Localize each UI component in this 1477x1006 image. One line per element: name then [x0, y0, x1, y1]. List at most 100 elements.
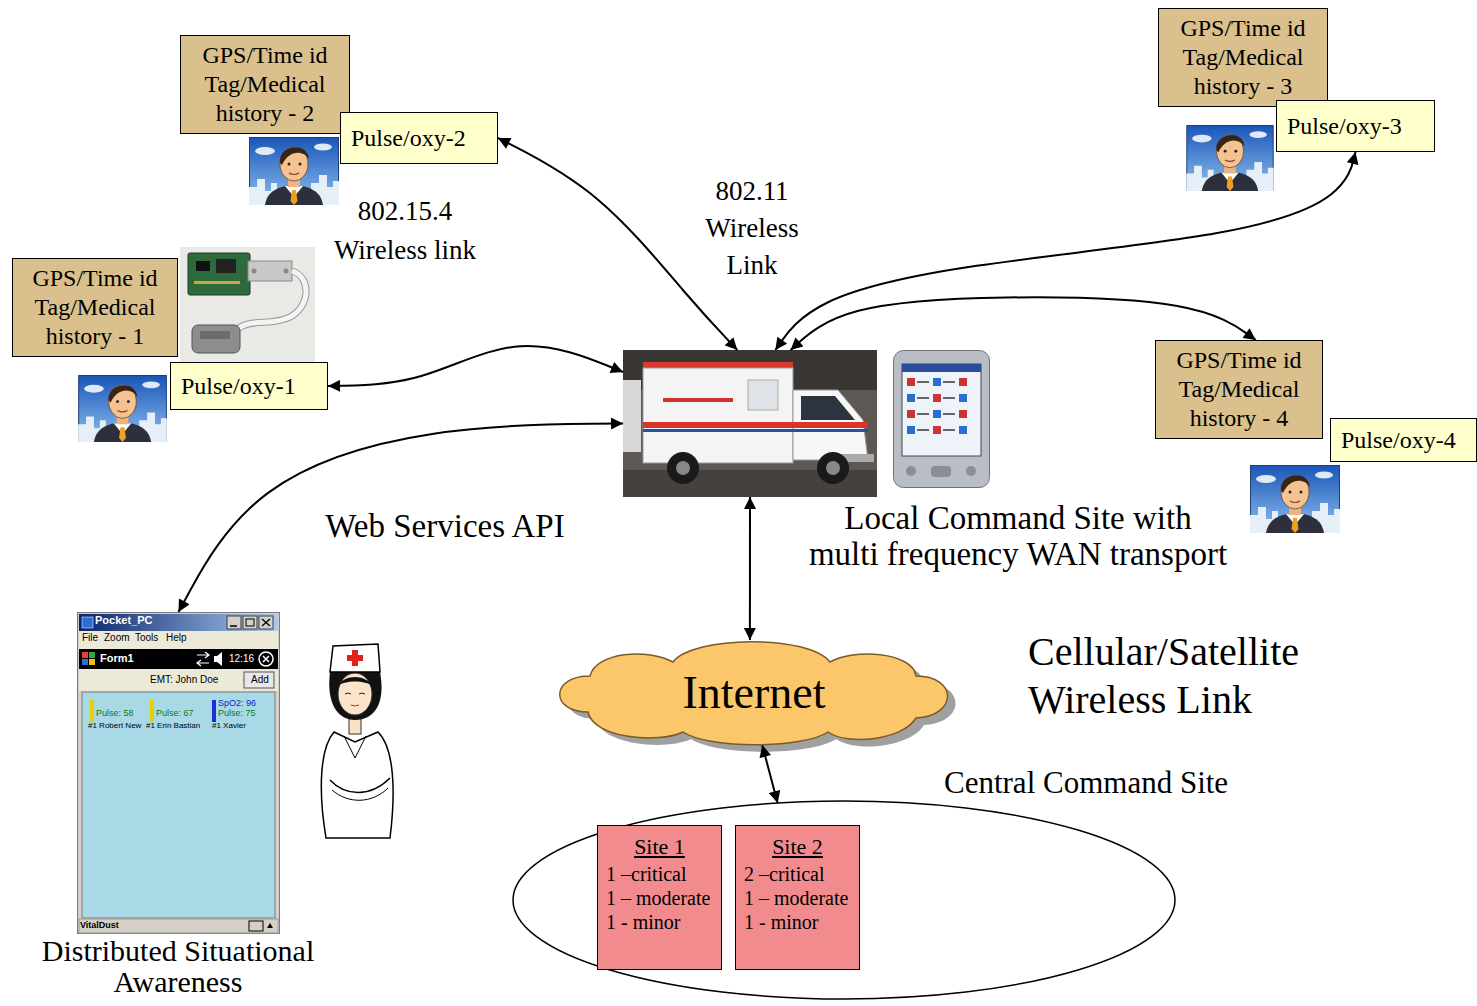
- person-icon: [1186, 125, 1273, 191]
- handheld-device: [966, 466, 976, 476]
- node-text: Pulse/oxy-4: [1341, 426, 1456, 455]
- nurse-figure: [351, 705, 359, 706]
- link-label: 802.15.4 Wireless link: [315, 192, 495, 270]
- menu-item: File: [82, 632, 98, 643]
- pda-screenshot: [82, 692, 275, 918]
- person-icon: [249, 138, 339, 206]
- handheld-device: [959, 394, 967, 402]
- pda-screenshot: [246, 619, 254, 626]
- local-command-site: Local Command Site with multi frequency …: [623, 350, 877, 497]
- nurse-figure: [330, 778, 390, 793]
- vital-reading: SpO2: 96: [218, 699, 256, 709]
- sensor-photo: [180, 247, 315, 365]
- wireless-link-arrow: [328, 346, 623, 386]
- sensor-box: Pulse/oxy-3: [1276, 100, 1435, 152]
- pda-screenshot: [263, 656, 269, 662]
- handheld-device: [931, 466, 951, 477]
- ambulance-photo: [667, 452, 699, 484]
- sensor-photo: [196, 261, 210, 271]
- handheld-device: [943, 397, 955, 399]
- ambulance-photo: [817, 452, 849, 484]
- pda-screenshot: [82, 652, 88, 658]
- patient-name: #1 Xavier: [212, 722, 246, 731]
- wireless-link-arrow: [749, 497, 751, 640]
- nurse-figure: [332, 788, 388, 800]
- handheld-device: [902, 364, 981, 372]
- wireless-link-arrow: [498, 138, 737, 350]
- pda-screenshot: [259, 616, 273, 629]
- handheld-device: [894, 351, 990, 488]
- sensor-photo: [284, 269, 289, 274]
- node-text: 2 –critical: [744, 862, 825, 886]
- interface-label: Web Services API: [300, 508, 590, 544]
- site-ellipse: [513, 801, 1175, 999]
- sensor-photo: [235, 271, 306, 331]
- pda-screenshot: [89, 659, 95, 665]
- ambulance-photo: [643, 429, 868, 432]
- nurse-figure: [321, 644, 393, 838]
- ambulance-photo: [643, 362, 793, 368]
- pda-screenshot: [197, 652, 209, 666]
- ambulance-photo: [643, 368, 793, 463]
- sensor-box: Pulse/oxy-1: [170, 362, 328, 410]
- pda-screenshot: [227, 616, 241, 629]
- handheld-device: [959, 426, 967, 434]
- sensor-photo: [192, 325, 240, 353]
- node-text: 1 –critical: [606, 862, 687, 886]
- pda-screenshot: [79, 649, 278, 669]
- nurse-figure: [329, 672, 381, 720]
- node-text: Pulse/oxy-3: [1287, 112, 1402, 141]
- pda-screenshot: [243, 616, 257, 629]
- node-text: Distributed Situational Awareness: [18, 936, 338, 998]
- pda-screenshot: [259, 652, 273, 666]
- sensor-box: Pulse/oxy-4: [1330, 418, 1477, 462]
- form-name: Form1: [100, 652, 134, 664]
- wireless-link-arrow: [762, 745, 777, 803]
- node-text: GPS/Time id Tag/Medical history - 4: [1160, 346, 1318, 432]
- node-text: 1 - minor: [744, 910, 818, 934]
- clock-text: 12:16: [229, 653, 254, 664]
- handheld-device: [933, 394, 941, 402]
- ambulance-photo: [623, 350, 877, 497]
- pda-screenshot: [212, 700, 216, 722]
- node-heading: Site 2: [772, 834, 823, 860]
- emt-name: EMT: John Doe: [150, 674, 218, 685]
- wireless-link-arrow: [179, 424, 624, 613]
- pda-screenshot: [89, 652, 95, 658]
- ambulance-photo: [623, 380, 641, 452]
- nurse-figure: [347, 655, 363, 661]
- handheld-device: [933, 426, 941, 434]
- pda-screenshot: [249, 921, 263, 931]
- person-icon: [1186, 125, 1273, 191]
- nurse-figure: [345, 693, 365, 694]
- menu-item: Help: [166, 632, 187, 643]
- pda-screenshot: [78, 613, 280, 934]
- handheld-device: [943, 413, 955, 415]
- pda-screenshot: [82, 617, 93, 628]
- handheld-device: [917, 397, 929, 399]
- sensor-photo: [200, 331, 230, 339]
- menu-item: Tools: [135, 632, 158, 643]
- central-command-ellipse: Central Command SiteSite 11 –critical1 –…: [512, 800, 1176, 1000]
- node-text: Local Command Site with multi frequency …: [783, 500, 1253, 573]
- pda-screenshot: [90, 700, 94, 722]
- nurse-figure: [330, 644, 380, 672]
- nurse-figure: [344, 736, 366, 758]
- pda-screenshot: [79, 631, 278, 649]
- sensor-photo: [235, 271, 306, 331]
- wireless-link-arrow: [775, 152, 1355, 350]
- pda-screenshot: [230, 625, 237, 627]
- internet-cloud: Internet: [548, 640, 960, 745]
- site-box: Site 11 –critical1 – moderate1 - minor: [597, 825, 722, 970]
- vital-reading: Pulse: 75: [218, 709, 256, 719]
- pda-screenshot: [82, 659, 88, 665]
- person-icon: [78, 375, 167, 442]
- pda-screenshot: [244, 672, 274, 688]
- button-label: Add: [251, 674, 269, 685]
- pda-screenshot: [78, 613, 280, 934]
- node-text: GPS/Time id Tag/Medical history - 2: [185, 41, 345, 127]
- app-name: VitalDust: [80, 921, 119, 931]
- node-text: GPS/Time id Tag/Medical history - 3: [1163, 14, 1323, 100]
- id-tag-box: GPS/Time id Tag/Medical history - 3: [1158, 8, 1328, 107]
